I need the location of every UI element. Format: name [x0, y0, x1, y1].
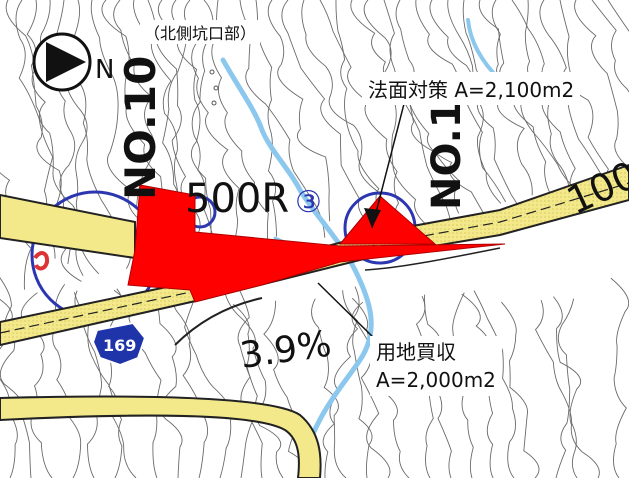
contour-line — [184, 294, 233, 478]
curve-radius-label: 500R — [185, 176, 289, 222]
contour-line — [574, 0, 629, 169]
slope-measure-label: 法面対策 A=2,100m2 — [362, 72, 581, 105]
route-shield-icon — [91, 321, 147, 367]
contour-line — [301, 0, 396, 226]
route-number: 169 — [103, 336, 136, 355]
contour-line — [156, 296, 183, 478]
survey-points — [209, 69, 219, 106]
contour-line — [263, 300, 308, 478]
route-shield: 169 — [91, 321, 147, 367]
contour-line — [267, 0, 331, 222]
contour-line — [350, 0, 454, 241]
left-road-stub — [0, 193, 136, 260]
contour-line — [191, 0, 221, 274]
contour-line — [319, 0, 403, 234]
contour-line — [591, 0, 629, 93]
contour-line — [473, 290, 516, 478]
circled-number: ③ — [295, 185, 322, 220]
north-arrow-icon — [46, 42, 86, 82]
contour-line — [429, 0, 529, 225]
contour-line — [539, 0, 619, 200]
contour-line — [342, 290, 373, 478]
branch-road — [174, 297, 263, 346]
contour-line — [335, 0, 391, 224]
contour-line — [223, 286, 267, 478]
contour-line — [232, 303, 284, 478]
contour-line — [0, 12, 32, 290]
contour-line — [281, 0, 385, 237]
contour-line — [610, 277, 629, 478]
contour-line — [322, 301, 364, 478]
contour-line — [501, 301, 540, 478]
lower-road — [0, 395, 322, 478]
contour-line — [211, 0, 281, 278]
contour-line — [553, 296, 600, 478]
contour-line — [113, 289, 162, 478]
measure-areas — [127, 184, 506, 303]
land-acquisition-label: 用地買収 A=2,000m2 — [370, 336, 502, 396]
branch-road-2 — [364, 247, 501, 271]
contour-line — [395, 0, 461, 214]
land-acquisition-area: A=2,000m2 — [376, 368, 496, 392]
contour-line — [311, 298, 347, 478]
compass-label: N — [95, 55, 114, 85]
leader-lines — [317, 99, 406, 343]
contour-line — [157, 0, 220, 276]
contour-line — [363, 0, 493, 229]
small-red-mark — [33, 251, 50, 271]
station-10-label: NO.10 — [116, 56, 165, 200]
map-title: （北側坑口部） — [140, 20, 261, 44]
land-acquisition-title: 用地買収 — [376, 340, 456, 364]
contour-line — [555, 298, 575, 478]
arrowhead — [364, 208, 381, 228]
compass: N — [32, 32, 114, 92]
contour-line — [534, 299, 578, 478]
contour-line — [235, 282, 263, 478]
contour-line — [383, 0, 435, 232]
contour-line — [0, 277, 18, 478]
contour-line — [173, 277, 209, 478]
